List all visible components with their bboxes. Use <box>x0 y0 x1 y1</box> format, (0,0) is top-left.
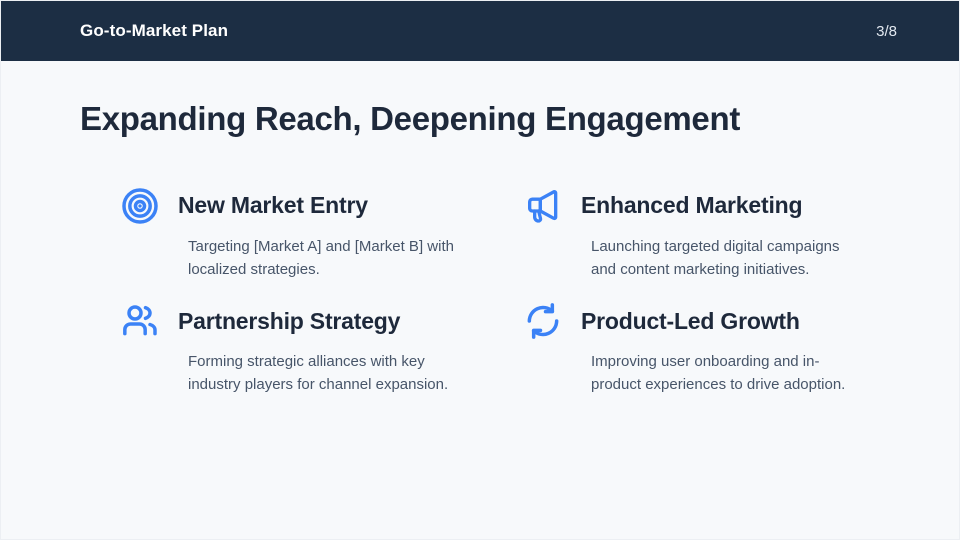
feature-description: Improving user onboarding and in-product… <box>591 353 846 394</box>
target-icon <box>122 187 158 224</box>
feature-title: New Market Entry <box>178 192 368 219</box>
slide-body: Expanding Reach, Deepening Engagement Ne… <box>1 61 959 539</box>
feature-title: Enhanced Marketing <box>581 192 803 219</box>
feature-item-partnership-strategy: Partnership Strategy Forming strategic a… <box>120 301 523 397</box>
feature-item-product-led-growth: Product-Led Growth Improving user onboar… <box>523 301 926 397</box>
users-icon <box>123 305 157 336</box>
feature-grid: New Market Entry Targeting [Market A] an… <box>80 186 899 397</box>
feature-header: Enhanced Marketing <box>523 186 926 226</box>
feature-header: New Market Entry <box>120 186 523 226</box>
feature-item-new-market-entry: New Market Entry Targeting [Market A] an… <box>120 186 523 282</box>
page-title: Expanding Reach, Deepening Engagement <box>80 100 741 137</box>
feature-item-enhanced-marketing: Enhanced Marketing Launching targeted di… <box>523 186 926 282</box>
feature-header: Partnership Strategy <box>120 301 523 341</box>
megaphone-icon <box>528 189 558 223</box>
feature-description: Forming strategic alliances with key ind… <box>188 353 449 394</box>
page-indicator: 3/8 <box>876 22 897 40</box>
feature-title: Product-Led Growth <box>581 307 800 334</box>
feature-description: Targeting [Market A] and [Market B] with… <box>188 237 454 278</box>
deck-title: Go-to-Market Plan <box>80 21 229 40</box>
refresh-cycle-icon <box>527 303 559 340</box>
feature-description: Launching targeted digital campaigns and… <box>591 237 840 278</box>
slide-header: Go-to-Market Plan 3/8 <box>1 1 959 61</box>
feature-header: Product-Led Growth <box>523 301 926 341</box>
feature-title: Partnership Strategy <box>178 307 401 334</box>
